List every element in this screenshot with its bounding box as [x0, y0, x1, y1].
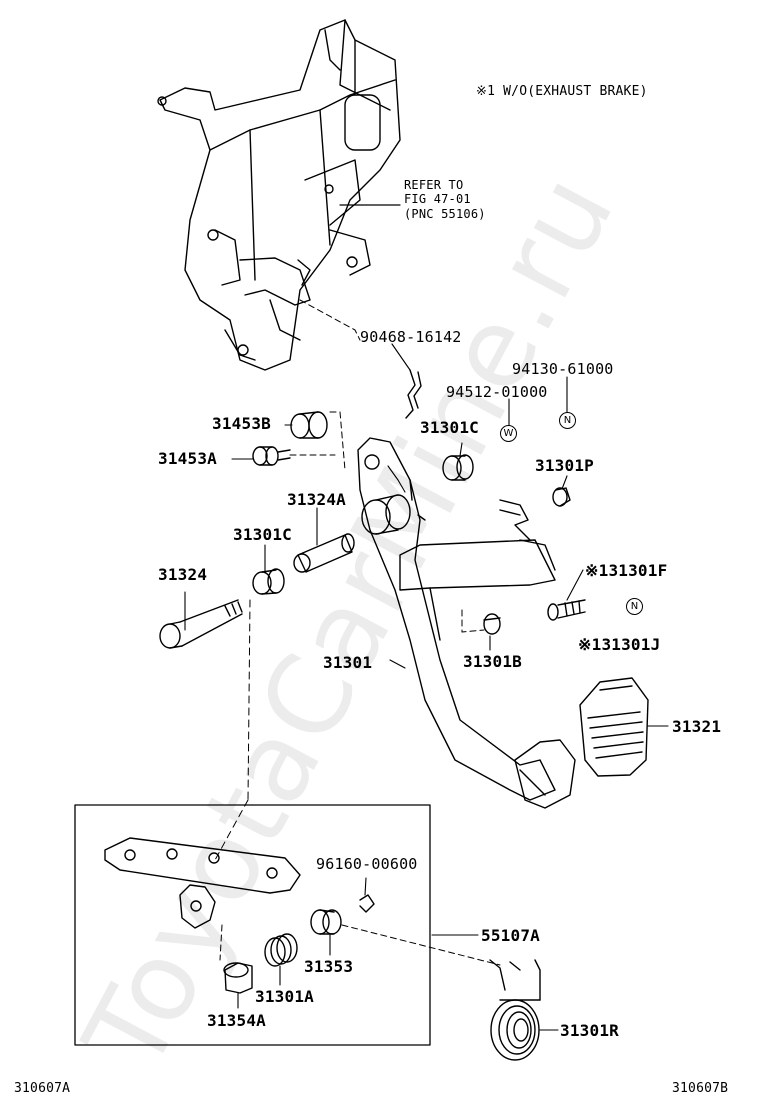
label-55107a: 55107A — [481, 926, 540, 945]
bolt-31324 — [159, 599, 243, 649]
label-31324a: 31324A — [287, 490, 346, 509]
clip-90468 — [405, 369, 422, 419]
label-31324: 31324 — [158, 565, 208, 584]
bushing-31353 — [310, 909, 342, 935]
refer-line-2: FIG 47-01 — [404, 192, 471, 206]
label-31301p: 31301P — [535, 456, 594, 475]
bushing-31453b — [290, 411, 328, 439]
label-31321: 31321 — [672, 717, 722, 736]
label-31301c-top: 31301C — [420, 418, 479, 437]
bushing-31301c-mid — [252, 568, 285, 595]
refer-line-1: REFER TO — [404, 178, 464, 192]
clip-96160 — [359, 894, 375, 913]
label-31453a: 31453A — [158, 449, 217, 468]
label-31301b: 31301B — [463, 652, 522, 671]
footer-code-left: 310607A — [14, 1081, 71, 1096]
mark-n-icon: N — [559, 412, 576, 429]
label-31353: 31353 — [304, 957, 354, 976]
mark-n-icon-2: N — [626, 598, 643, 615]
collar-31324a — [293, 533, 355, 573]
label-31301r: 31301R — [560, 1021, 619, 1040]
lever-plate — [104, 837, 301, 929]
bolt-31453a — [252, 446, 291, 466]
refer-line-3: (PNC 55106) — [404, 207, 486, 221]
label-31301a: 31301A — [255, 987, 314, 1006]
label-31301: 31301 — [323, 653, 373, 672]
label-94512-01000: 94512-01000 — [446, 383, 548, 401]
mark-w-icon: W — [500, 425, 517, 442]
pedal-bracket — [157, 19, 401, 371]
return-spring-31301r — [489, 959, 541, 1061]
label-31453b: 31453B — [212, 414, 271, 433]
label-96160-00600: 96160-00600 — [316, 855, 418, 873]
pedal-pad-31321 — [579, 677, 649, 777]
label-31301c-mid: 31301C — [233, 525, 292, 544]
footer-code-right: 310607B — [672, 1081, 729, 1096]
header-note: ※1 W/O(EXHAUST BRAKE) — [476, 84, 648, 99]
collar-31354a — [223, 962, 253, 994]
label-31301f: ※131301F — [585, 561, 668, 580]
label-31354a: 31354A — [207, 1011, 266, 1030]
bushing-31301c-top — [442, 454, 474, 481]
label-90468-16142: 90468-16142 — [360, 328, 462, 346]
stopper-31301b — [483, 613, 501, 635]
screw-31301f — [547, 599, 586, 621]
label-31301j: ※131301J — [578, 635, 661, 654]
spring-31301a — [264, 933, 298, 967]
label-94130-61000: 94130-61000 — [512, 360, 614, 378]
detail-inset-box — [74, 804, 431, 1046]
cushion-31301p — [552, 487, 571, 507]
brake-pedal-arm — [357, 437, 576, 809]
